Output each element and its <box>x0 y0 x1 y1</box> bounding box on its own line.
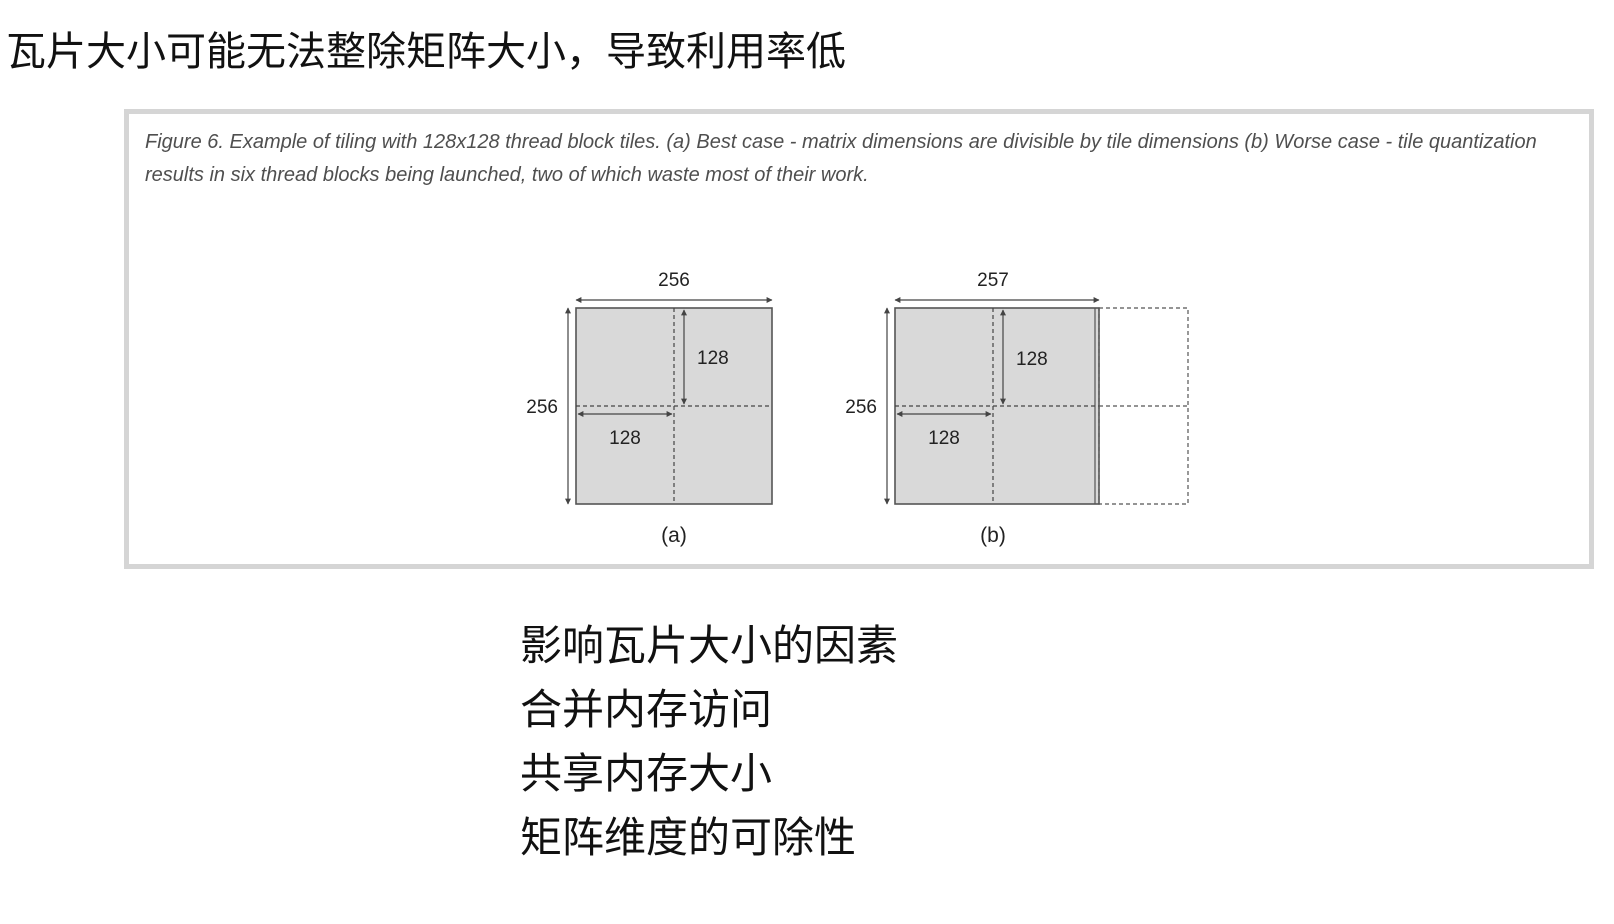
list-item: 影响瓦片大小的因素 <box>520 621 899 670</box>
panel-b-sublabel: (b) <box>980 524 1006 547</box>
tile-size-factors-list: 影响瓦片大小的因素 合并内存访问 共享内存大小 矩阵维度的可除性 <box>520 614 898 870</box>
panel-b-width-label: 257 <box>977 270 1009 291</box>
list-item: 共享内存大小 <box>520 749 773 798</box>
figure-caption: Figure 6. Example of tiling with 128x128… <box>145 131 1537 186</box>
list-item: 合并内存访问 <box>520 685 773 734</box>
slide-title: 瓦片大小可能无法整除矩阵大小，导致利用率低 <box>6 29 846 75</box>
panel-a: 256 256 128 128 (a) <box>526 270 773 547</box>
panel-b: 257 256 128 128 (b) <box>845 270 1189 547</box>
panel-a-tile-height-label: 128 <box>697 348 729 369</box>
panel-b-tile-width-label: 128 <box>928 428 960 449</box>
tiling-diagram: 256 256 128 128 (a) 257 256 128 128 <box>526 270 1189 547</box>
panel-a-tile-width-label: 128 <box>609 428 641 449</box>
figure-frame: Figure 6. Example of tiling with 128x128… <box>124 109 1594 569</box>
panel-b-tile-height-label: 128 <box>1016 349 1048 370</box>
panel-b-height-label: 256 <box>845 397 877 418</box>
panel-a-sublabel: (a) <box>661 524 687 547</box>
panel-a-height-label: 256 <box>526 397 558 418</box>
list-item: 矩阵维度的可除性 <box>520 813 857 862</box>
panel-a-width-label: 256 <box>658 270 690 291</box>
